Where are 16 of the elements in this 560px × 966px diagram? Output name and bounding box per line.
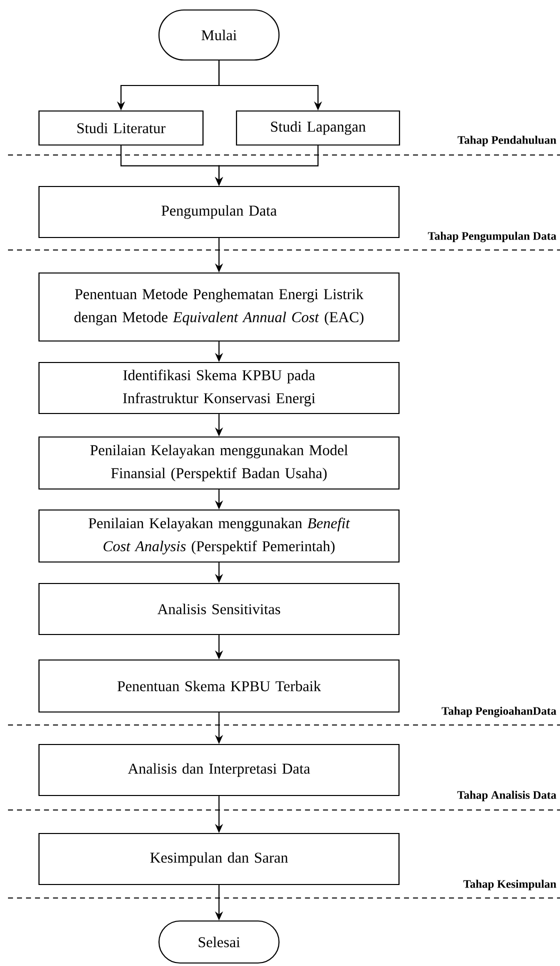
- stage-label: Tahap Pengumpulan Data: [428, 232, 556, 242]
- process-box: Studi Lapangan: [236, 110, 400, 146]
- process-box: Studi Literatur: [38, 110, 204, 146]
- process-box: Analisis Sensitivitas: [38, 582, 400, 636]
- stage-label: Tahap PengioahanData: [442, 706, 556, 718]
- process-box: Penentuan Skema KPBU Terbaik: [38, 659, 400, 713]
- process-box: Penilaian Kelayakan menggunakan Benefit Cost Analysis (Perspektif Pemerintah): [38, 509, 400, 563]
- process-box: Pengumpulan Data: [38, 186, 400, 238]
- process-box: Analisis dan Interpretasi Data: [38, 744, 400, 796]
- stage-label: Tahap Analisis Data: [457, 790, 556, 802]
- process-box: Kesimpulan dan Saran: [38, 832, 400, 886]
- process-box: Penentuan Metode Penghematan Energi Listrik dengan Metode Equivalent Annual Cost (EAC): [38, 272, 400, 342]
- stage-label: Tahap Kesimpulan: [463, 880, 556, 890]
- process-box: Penilaian Kelayakan menggunakan Model Finansial (Perspektif Badan Usaha): [38, 436, 400, 490]
- stage-label: Tahap Pendahuluan: [458, 136, 556, 146]
- process-box: Identifikasi Skema KPBU pada Infrastruktur Konservasi Energi: [38, 362, 400, 414]
